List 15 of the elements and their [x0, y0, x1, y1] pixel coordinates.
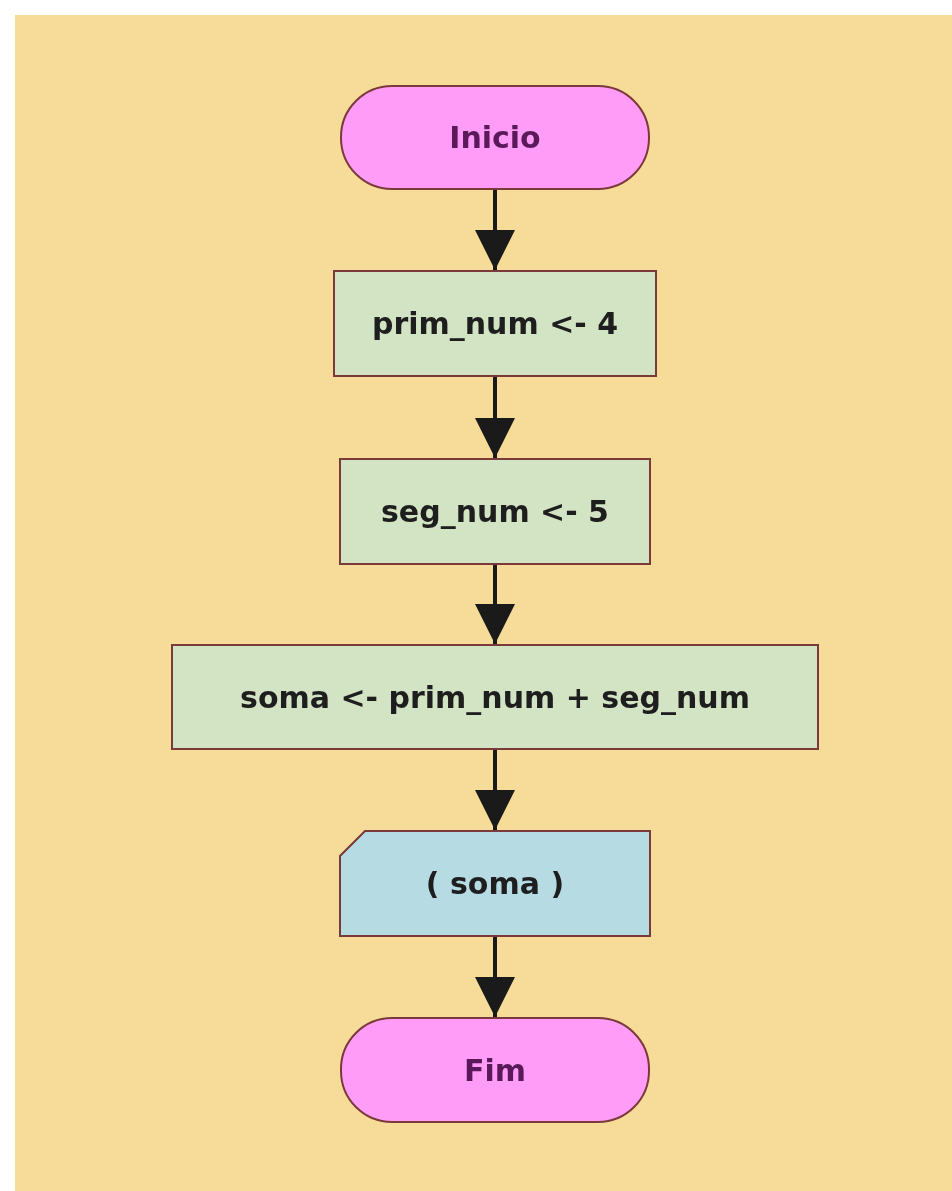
node-text: prim_num <- 4 — [371, 306, 619, 341]
arrow — [475, 750, 515, 830]
arrow — [475, 377, 515, 458]
process-box — [339, 458, 651, 565]
node-text: ( soma ) — [425, 866, 565, 901]
output-box — [339, 830, 651, 937]
node-text: seg_num <- 5 — [381, 494, 609, 529]
arrow — [475, 190, 515, 270]
process-box — [333, 270, 657, 377]
process-box — [171, 644, 819, 750]
arrow — [475, 565, 515, 644]
arrow — [475, 937, 515, 1017]
node-text: soma <- prim_num + seg_num — [240, 679, 750, 715]
node-text: Inicio — [449, 120, 541, 155]
node-text: Fim — [463, 1052, 526, 1088]
